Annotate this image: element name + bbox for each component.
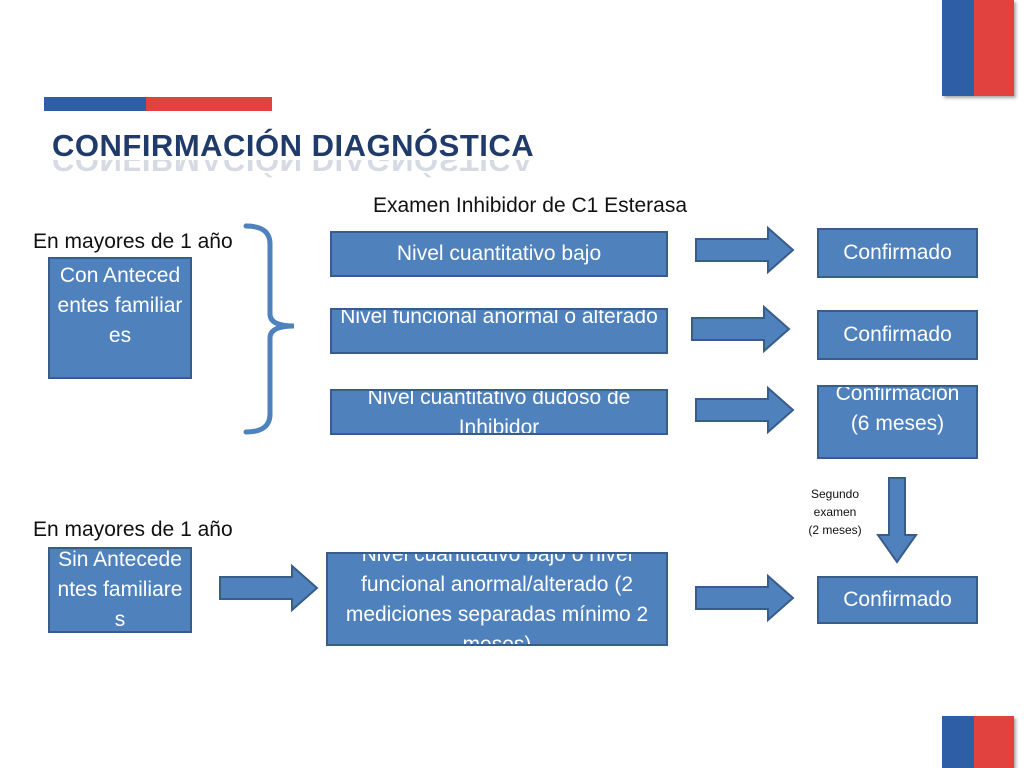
- segundo-examen-line-1: Segundo: [810, 487, 860, 501]
- arrow-right-icon: [695, 225, 795, 275]
- segundo-examen-line-2: examen: [813, 505, 857, 519]
- box-confirmado-2-text: Confirmado: [843, 323, 952, 346]
- brace-shape: [243, 223, 295, 435]
- arrow-right-icon: [695, 385, 795, 435]
- box-confirmado-3: Confirmado: [817, 576, 978, 624]
- box-nivel-combinado-text: Nivel cuantitativo bajo o nivel funciona…: [345, 552, 649, 646]
- box-nivel-bajo-text: Nivel cuantitativo bajo: [396, 242, 602, 265]
- title-accent-bar: [44, 97, 272, 111]
- box-sin-antecedentes: Sin Antecedentes familiares: [48, 547, 192, 633]
- arrow-right-icon: [695, 573, 795, 623]
- box-confirmacion-6-meses: Confirmación (6 meses): [817, 385, 978, 459]
- arrow-down-icon: [876, 477, 918, 564]
- box-confirmado-2: Confirmado: [817, 310, 978, 360]
- age-label-top: En mayores de 1 año: [33, 230, 233, 253]
- box-nivel-funcional: Nivel funcional anormal o alterado: [330, 308, 668, 354]
- arrow-right-icon: [691, 304, 791, 354]
- box-sin-antecedentes-text: Sin Antecedentes familiares: [57, 548, 183, 631]
- box-nivel-combinado: Nivel cuantitativo bajo o nivel funciona…: [326, 552, 668, 646]
- box-confirmacion-6-meses-text: Confirmación (6 meses): [835, 385, 960, 435]
- box-nivel-funcional-text: Nivel funcional anormal o alterado: [340, 308, 658, 328]
- box-nivel-bajo: Nivel cuantitativo bajo: [330, 231, 668, 277]
- arrow-right-icon: [219, 563, 319, 613]
- box-nivel-dudoso: Nivel cuantitativo dudoso de Inhibidor: [330, 389, 668, 435]
- box-confirmado-1-text: Confirmado: [843, 241, 952, 264]
- box-con-antecedentes: Con Antecedentes familiares: [48, 257, 192, 379]
- flag-logo-top: [942, 0, 1014, 96]
- flag-logo-bottom: [942, 716, 1014, 768]
- segundo-examen-note: Segundo examen (2 meses): [800, 485, 870, 539]
- box-confirmado-1: Confirmado: [817, 228, 978, 278]
- box-nivel-dudoso-text: Nivel cuantitativo dudoso de Inhibidor: [367, 389, 631, 435]
- segundo-examen-line-3: (2 meses): [808, 523, 862, 537]
- box-con-antecedentes-text: Con Antecedentes familiares: [57, 264, 183, 347]
- page-title: CONFIRMACIÓN DIAGNÓSTICA: [52, 128, 535, 163]
- exam-heading: Examen Inhibidor de C1 Esterasa: [373, 194, 688, 217]
- box-confirmado-3-text: Confirmado: [843, 588, 952, 611]
- page-title-reflection: CONFIRMACIÓN DIAGNÓSTICA: [52, 160, 535, 178]
- age-label-bottom: En mayores de 1 año: [33, 518, 233, 541]
